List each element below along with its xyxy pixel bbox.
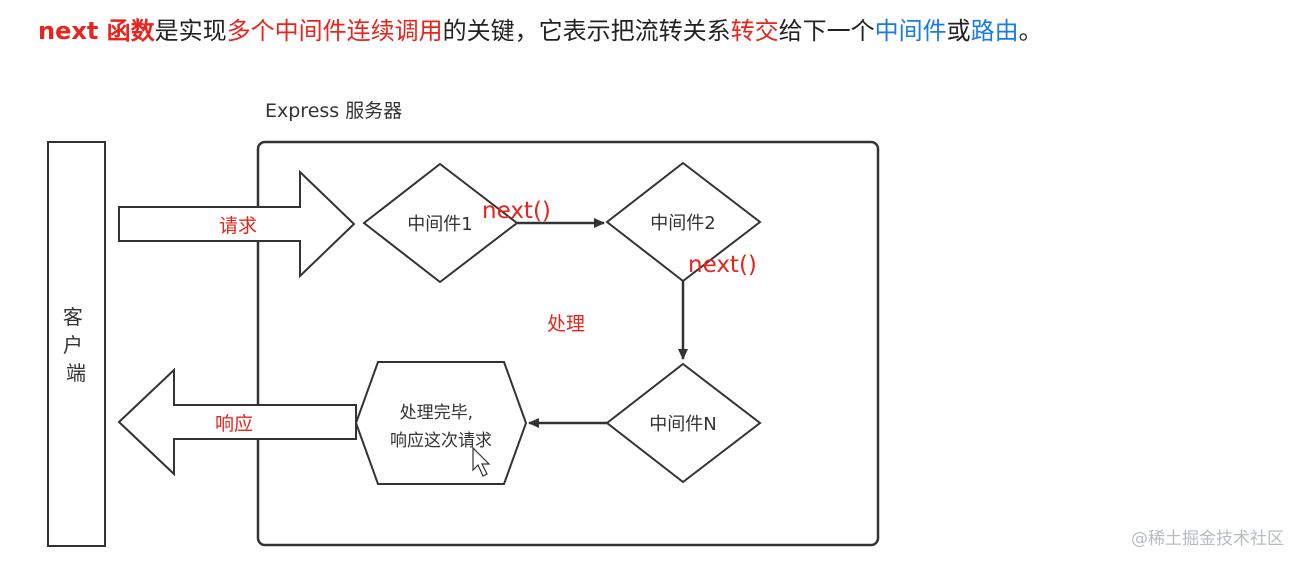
done-hexagon	[354, 361, 528, 485]
heading-segment: 。	[1018, 17, 1043, 45]
done-label: 处理完毕, 响应这次请求	[390, 403, 492, 451]
request-arrow	[118, 169, 356, 279]
heading-sentence: next 函数是实现多个中间件连续调用的关键，它表示把流转关系转交给下一个中间件…	[38, 14, 1043, 48]
client-label: 客 户 端	[63, 305, 89, 385]
heading-segment: 的关键，它表示把流转关系	[442, 17, 731, 45]
heading-segment: 路由	[970, 17, 1019, 45]
mouse-cursor-icon	[472, 446, 491, 477]
heading-segment: 是实现	[154, 17, 227, 45]
middleware1-diamond	[362, 162, 519, 284]
next-call-label-1: next()	[482, 198, 551, 224]
watermark: @稀土掘金技术社区	[1131, 529, 1284, 549]
next-call-label-2: next()	[688, 252, 757, 278]
request-label: 请求	[219, 215, 257, 237]
middleware1-label: 中间件1	[407, 214, 472, 235]
client-box	[47, 141, 106, 547]
middleware2-label: 中间件2	[650, 213, 715, 234]
response-label: 响应	[215, 413, 253, 435]
middlewareN-label: 中间件N	[649, 414, 716, 435]
middlewareN-diamond	[605, 362, 762, 484]
heading-segment: 或	[946, 17, 971, 45]
express-server-box	[256, 140, 880, 547]
heading-segment: 转交	[730, 17, 779, 45]
heading-segment: 多个中间件连续调用	[226, 17, 443, 45]
process-label: 处理	[547, 313, 585, 335]
heading-segment: 给下一个	[778, 17, 875, 45]
server-title: Express 服务器	[265, 100, 402, 122]
heading-segment: next 函数	[38, 17, 155, 45]
heading-segment: 中间件	[874, 17, 947, 45]
